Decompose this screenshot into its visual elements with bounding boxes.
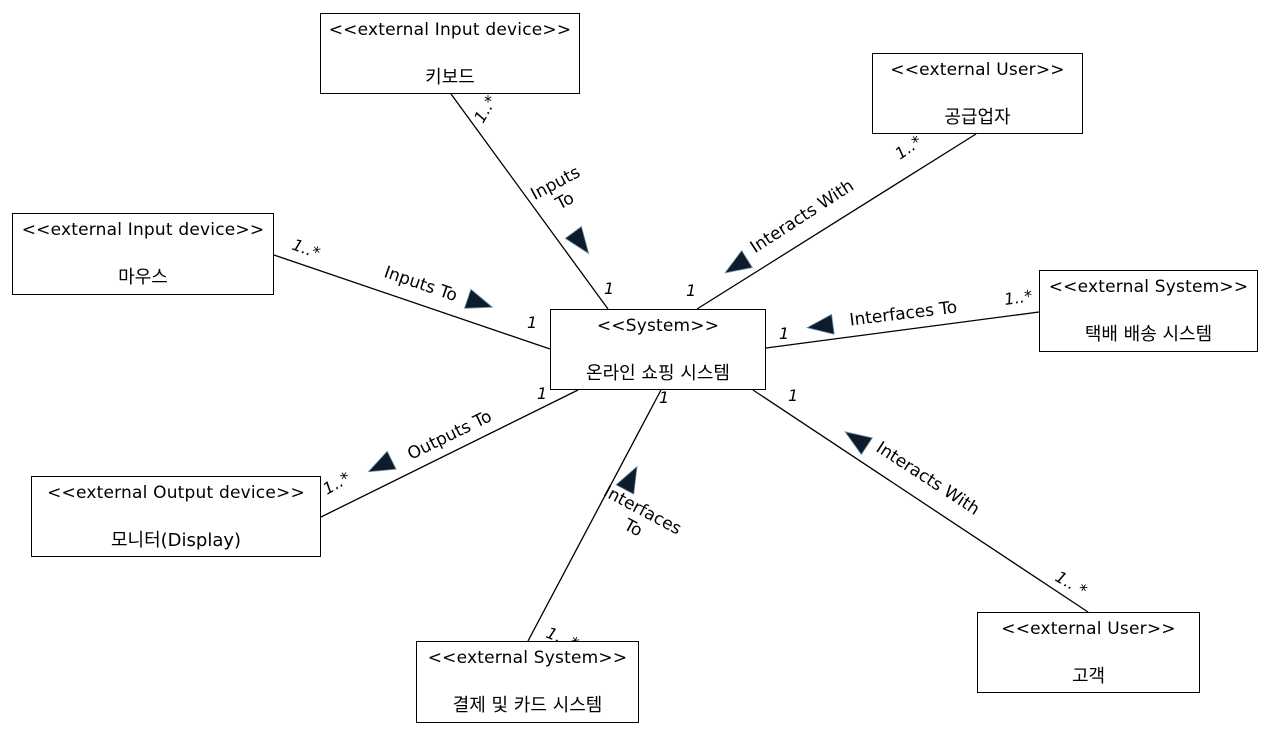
actor-name: 키보드 (425, 67, 475, 88)
actor-box-delivery[interactable]: <<external System>> 택배 배송 시스템 (1039, 270, 1258, 352)
actor-multiplicity: 1..* (290, 235, 323, 263)
direction-arrow-icon (367, 450, 397, 473)
actor-stereotype: <<external User>> (1001, 619, 1176, 639)
actor-box-keyboard[interactable]: <<external Input device>> 키보드 (320, 13, 580, 94)
direction-arrow-icon (844, 431, 874, 456)
direction-arrow-icon (463, 288, 494, 309)
association-line (450, 93, 609, 310)
actor-box-customer[interactable]: <<external User>> 고객 (977, 612, 1200, 693)
association-customer: Interacts With 1.. * 1 (752, 386, 1090, 613)
system-stereotype: <<System>> (596, 316, 720, 336)
association-label: Interacts With (872, 438, 983, 520)
actor-multiplicity: 1..* (891, 131, 925, 163)
system-multiplicity: 1 (604, 279, 614, 298)
actor-box-supplier[interactable]: <<external User>> 공급업자 (872, 53, 1083, 134)
system-multiplicity: 1 (686, 281, 696, 300)
association-delivery: Interfaces To 1..* 1 (765, 286, 1040, 349)
actor-name: 결제 및 카드 시스템 (452, 695, 603, 716)
actor-box-monitor[interactable]: <<external Output device>> 모니터(Display) (31, 476, 321, 557)
association-line (527, 389, 662, 642)
actor-multiplicity: 1.. * (1052, 567, 1090, 600)
association-line (273, 254, 551, 350)
actor-stereotype: <<external System>> (1048, 277, 1249, 297)
actor-stereotype: <<external Input device>> (21, 220, 265, 240)
association-label: InputsTo (528, 162, 594, 222)
system-multiplicity: 1 (537, 384, 547, 403)
actor-stereotype: <<external System>> (427, 648, 628, 668)
association-supplier: Interacts With 1..* 1 (686, 131, 977, 310)
system-multiplicity: 1 (788, 386, 798, 405)
actor-name: 고객 (1071, 666, 1106, 687)
actor-box-mouse[interactable]: <<external Input device>> 마우스 (12, 213, 274, 295)
association-line (765, 311, 1040, 349)
actor-name: 마우스 (118, 267, 168, 288)
direction-arrow-icon (724, 249, 753, 274)
actor-name: 공급업자 (944, 107, 1011, 128)
direction-arrow-icon (806, 313, 835, 335)
association-label: Interacts With (747, 176, 858, 258)
system-multiplicity: 1 (659, 388, 669, 407)
actor-multiplicity: 1..* (1003, 286, 1034, 309)
system-name: 온라인 쇼핑 시스템 (586, 363, 730, 384)
association-line (696, 133, 977, 310)
association-monitor: Outputs To 1..* 1 (320, 384, 579, 518)
direction-arrow-icon (564, 225, 590, 255)
system-box[interactable]: <<System>> 온라인 쇼핑 시스템 (550, 309, 766, 390)
actor-name: 모니터(Display) (110, 530, 242, 551)
system-multiplicity: 1 (779, 324, 789, 343)
association-label: Interfaces To (848, 298, 958, 331)
association-line (752, 389, 1089, 613)
actor-stereotype: <<external Output device>> (47, 483, 305, 503)
system-multiplicity: 1 (527, 313, 537, 332)
direction-arrow-icon (615, 465, 638, 495)
actor-box-payment[interactable]: <<external System>> 결제 및 카드 시스템 (416, 641, 639, 723)
actor-stereotype: <<external Input device>> (328, 20, 572, 40)
actor-stereotype: <<external User>> (890, 60, 1065, 80)
association-line (320, 389, 579, 518)
actor-name: 택배 배송 시스템 (1084, 324, 1213, 345)
actor-multiplicity: 1..* (320, 468, 354, 499)
actor-multiplicity: 1..* (470, 92, 501, 126)
association-label: Outputs To (404, 407, 495, 465)
association-keyboard: InputsTo 1..* 1 (450, 92, 614, 310)
association-label: InterfacesTo (591, 482, 685, 557)
association-label: Inputs To (381, 262, 460, 306)
association-mouse: Inputs To 1..* 1 (273, 235, 551, 350)
